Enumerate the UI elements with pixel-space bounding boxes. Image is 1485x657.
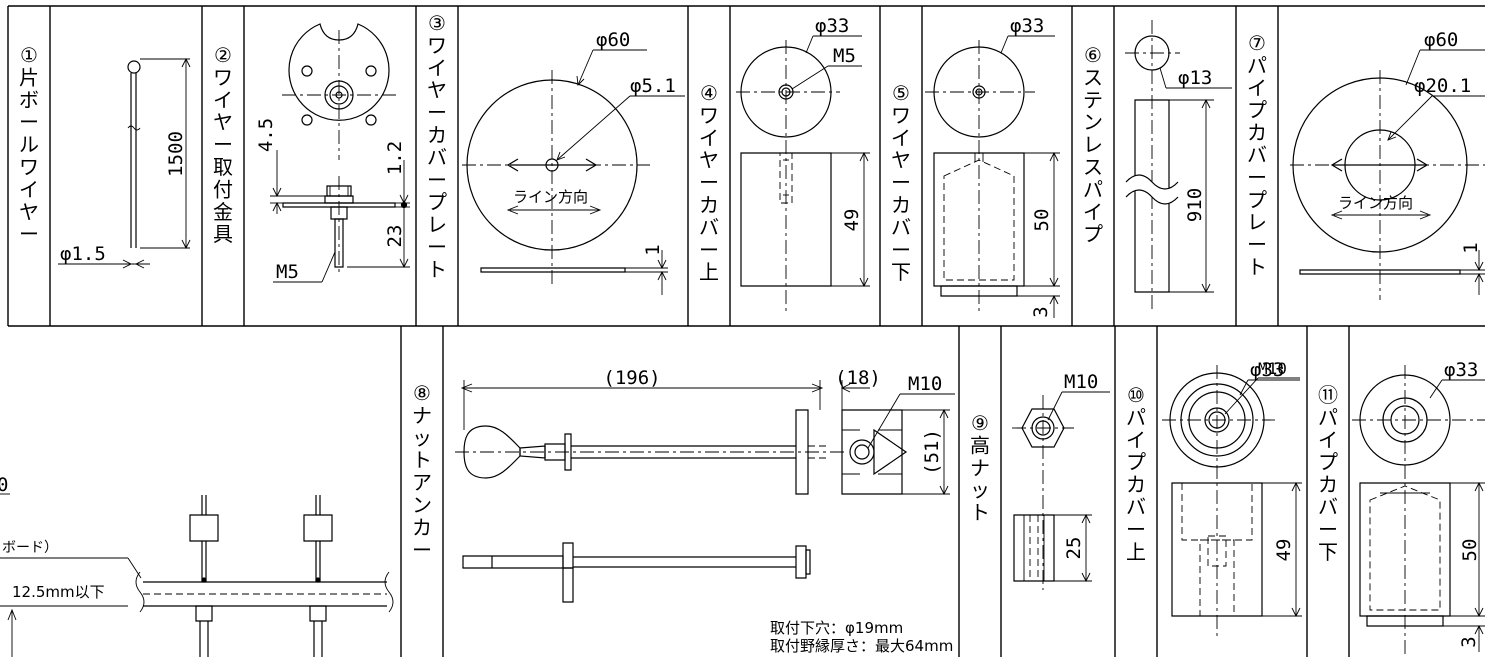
p7-hole-dim: φ20.1: [1414, 75, 1471, 97]
install-fragment-label: 0: [0, 474, 8, 496]
p2-dim-a: 4.5: [255, 118, 277, 152]
p3-hole-dim: φ5.1: [630, 75, 676, 97]
p9-height-dim: 25: [1063, 537, 1085, 560]
part2-fitting: 4.5 1.2 23 M5: [255, 24, 410, 283]
p1-diameter-dim: φ1.5: [60, 243, 106, 265]
p4-height-dim: 49: [841, 209, 863, 232]
p7-direction-label: ライン方向: [1338, 194, 1413, 212]
p7-thick-dim: 1: [1460, 242, 1482, 253]
part6-pipe: φ13 910: [1125, 20, 1232, 310]
p5-dia-dim: φ33: [1010, 15, 1044, 37]
p10-thread-dim: M10: [1258, 359, 1287, 378]
p1-length-dim: 1500: [165, 131, 187, 177]
p2-thread-dim: M5: [276, 261, 299, 283]
p4-thread-dim: M5: [833, 45, 856, 67]
p2-dim-c: 23: [384, 225, 406, 248]
p4-dia-dim: φ33: [815, 15, 849, 37]
p5-lip-dim: 3: [1030, 306, 1052, 317]
part3-cover-plate: ライン方向 φ60 φ5.1 1: [462, 29, 685, 295]
part8-nut-anchor: (196) (18) M10 (51): [455, 367, 955, 655]
part1-wire: 1500 φ1.5: [58, 59, 190, 268]
p10-height-dim: 49: [1273, 539, 1295, 562]
install-thickness-label: 12.5mm以下: [12, 583, 105, 601]
p8-head-dim: (18): [835, 367, 881, 389]
p11-dia-dim: φ33: [1444, 359, 1478, 381]
p6-dia-dim: φ13: [1178, 67, 1212, 89]
part5-cover-lower: φ33 50 3: [925, 15, 1060, 318]
p11-height-dim: 50: [1459, 539, 1481, 562]
p7-outer-dim: φ60: [1424, 29, 1458, 51]
p8-note-1: 取付下穴：φ19mm: [770, 619, 903, 637]
p11-lip-dim: 3: [1458, 636, 1480, 647]
install-diagram: 0 ボード） 12.5mm以下: [0, 474, 393, 657]
p8-thread-dim: M10: [908, 373, 942, 395]
drawing-frame: [8, 6, 1485, 657]
part4-cover-upper: φ33 M5 49: [736, 15, 870, 312]
part10-pipe-cover-upper: φ33 M10 49: [1162, 359, 1302, 640]
p3-direction-label: ライン方向: [513, 188, 588, 206]
p10-dia-dim: φ33: [1250, 359, 1284, 381]
part7-pipe-cover-plate: ライン方向 φ60 φ20.1 1: [1290, 29, 1485, 300]
p5-height-dim: 50: [1031, 209, 1053, 232]
p8-width-dim: (51): [921, 429, 943, 475]
install-board-label: ボード）: [2, 540, 58, 556]
p8-note-2: 取付野縁厚さ：最大64mm: [770, 637, 953, 655]
part11-pipe-cover-lower: φ33 50 3: [1352, 359, 1485, 657]
p8-length-dim: (196): [603, 367, 660, 389]
part9-high-nut: M10 25: [1012, 371, 1110, 590]
p3-thick-dim: 1: [642, 244, 664, 255]
p6-length-dim: 910: [1184, 188, 1206, 222]
p2-dim-b: 1.2: [384, 141, 406, 175]
p9-thread-dim: M10: [1064, 371, 1098, 393]
p3-outer-dim: φ60: [596, 29, 630, 51]
